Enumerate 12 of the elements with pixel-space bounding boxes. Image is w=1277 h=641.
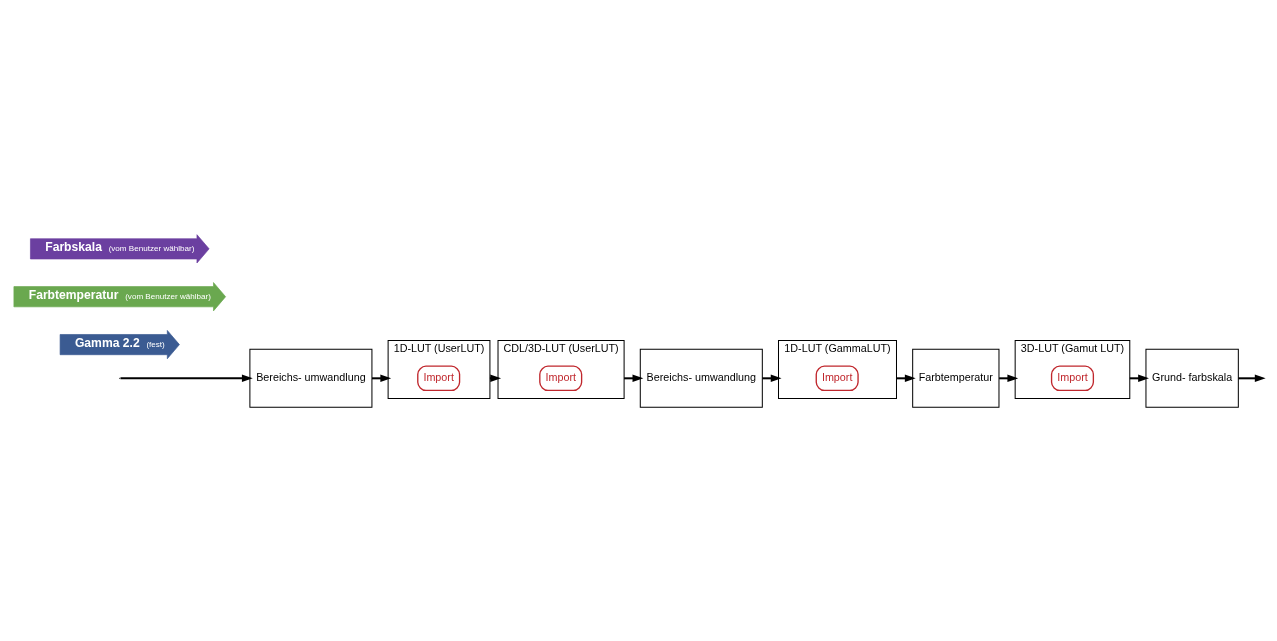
node-box: Import	[417, 365, 461, 391]
node-box: Farbtemperatur	[912, 348, 1000, 408]
arrow	[762, 374, 782, 382]
node-box: Grund- farbskala	[1145, 348, 1239, 408]
arrow	[120, 374, 253, 382]
node-box: Import	[815, 365, 859, 391]
node-box: Import	[539, 365, 583, 391]
arrow	[624, 374, 644, 382]
arrow	[896, 374, 916, 382]
node-box: Bereichs- umwandlung	[639, 348, 763, 408]
node-box: Bereichs- umwandlung	[249, 348, 373, 408]
node-box: Import	[1050, 365, 1095, 391]
